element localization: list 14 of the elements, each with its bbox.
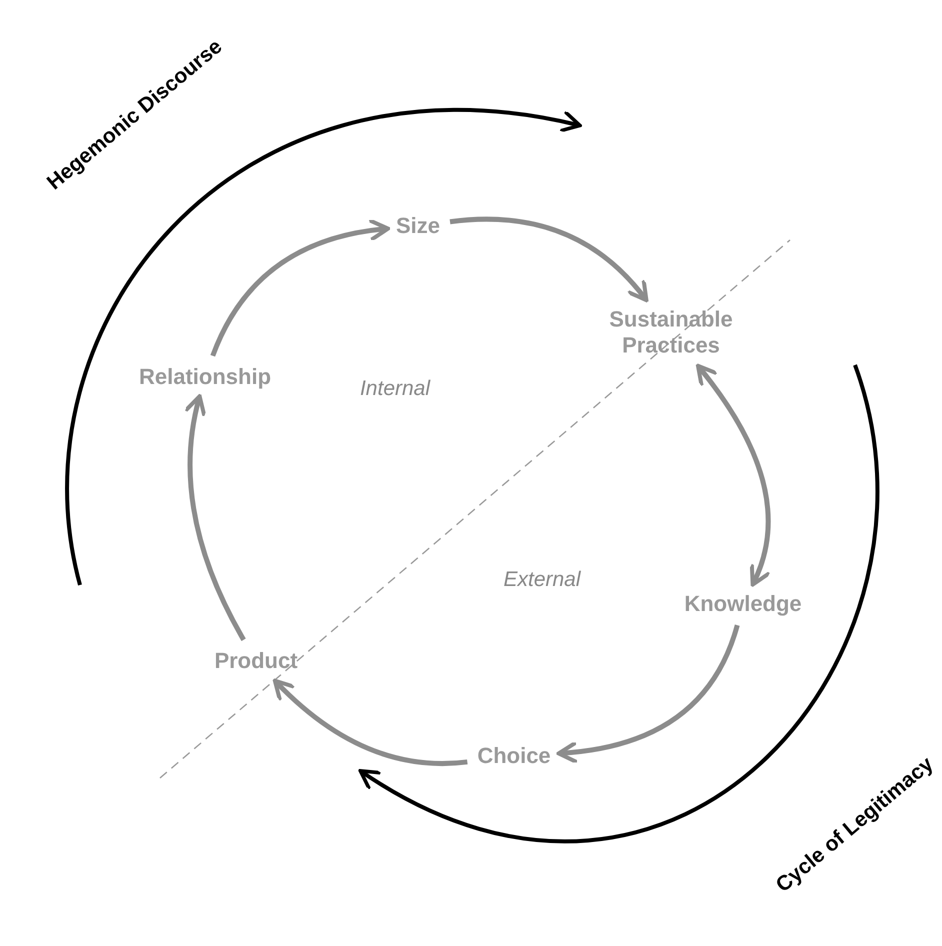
node-label: Knowledge xyxy=(678,586,808,622)
region-label: Internal xyxy=(360,377,430,401)
region-label: External xyxy=(503,568,581,592)
arrow xyxy=(556,624,740,764)
node-label: Size xyxy=(390,208,446,244)
node-label: Sustainable Practices xyxy=(575,302,767,364)
arrow xyxy=(272,678,468,766)
node-label: Product xyxy=(208,644,304,678)
arrow xyxy=(184,394,246,642)
arrow xyxy=(696,364,772,587)
arrow xyxy=(210,218,390,357)
node-label: Relationship xyxy=(133,360,277,394)
arrow xyxy=(450,216,648,302)
node-label: Choice xyxy=(471,738,557,774)
